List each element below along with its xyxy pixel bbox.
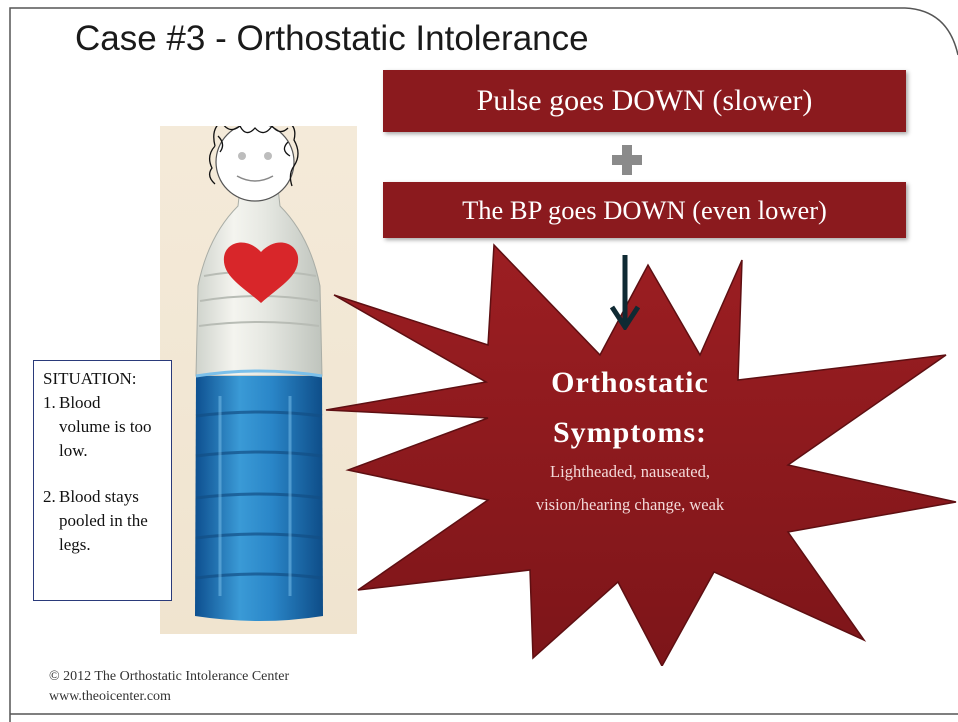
situation-item-2-text: Blood stays pooled in the legs.	[59, 485, 169, 557]
situation-box: SITUATION: 1. Blood volume is too low. 2…	[33, 360, 172, 601]
symptoms-title-line2: Symptoms:	[500, 416, 760, 450]
arrow-down-icon	[610, 255, 640, 330]
plus-icon	[612, 145, 642, 175]
pulse-down-box: Pulse goes DOWN (slower)	[383, 70, 906, 132]
symptoms-title-line1: Orthostatic	[500, 366, 760, 400]
copyright-text: © 2012 The Orthostatic Intolerance Cente…	[49, 669, 289, 685]
situation-item-1-number: 1.	[43, 391, 59, 463]
situation-item-1-text: Blood volume is too low.	[59, 391, 155, 463]
website-url: www.theoicenter.com	[49, 689, 171, 705]
situation-heading: SITUATION:	[43, 367, 171, 391]
slide-title: Case #3 - Orthostatic Intolerance	[75, 19, 589, 59]
situation-item-2-number: 2.	[43, 485, 59, 557]
situation-item-2: 2. Blood stays pooled in the legs.	[43, 485, 171, 557]
bp-down-box: The BP goes DOWN (even lower)	[383, 182, 906, 238]
symptoms-desc-line1: Lightheaded, nauseated,	[470, 462, 790, 482]
situation-item-1: 1. Blood volume is too low.	[43, 391, 171, 463]
symptoms-desc-line2: vision/hearing change, weak	[470, 495, 790, 515]
